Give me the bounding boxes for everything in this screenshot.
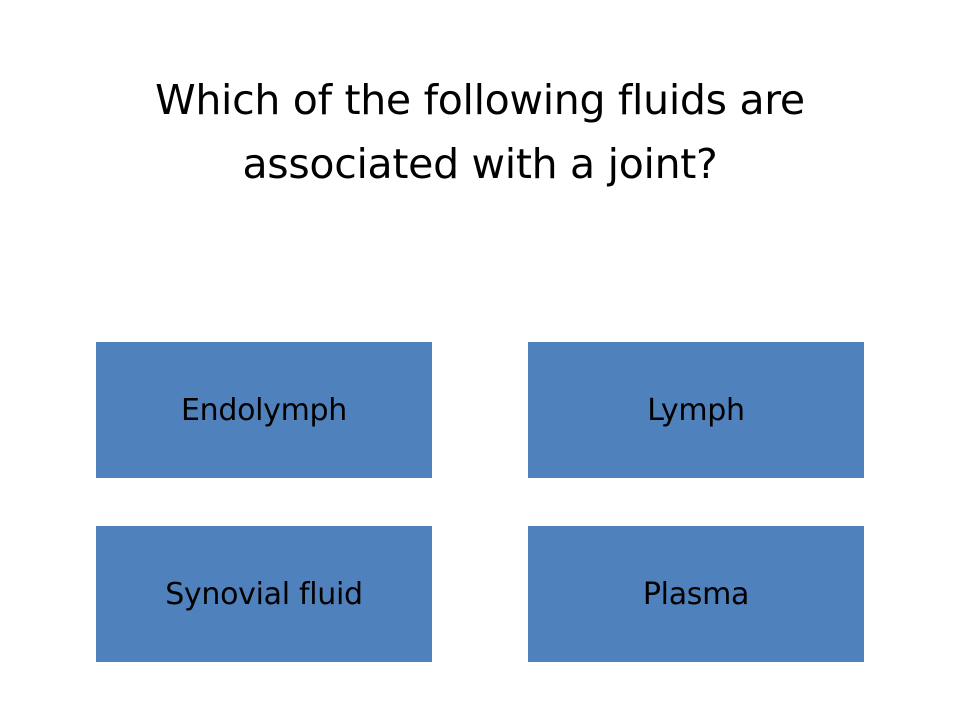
answer-button-lymph[interactable]: Lymph: [528, 342, 864, 478]
answer-label: Synovial fluid: [165, 576, 363, 612]
question-title: Which of the following fluids are associ…: [155, 76, 805, 188]
answer-button-plasma[interactable]: Plasma: [528, 526, 864, 662]
answer-label: Endolymph: [180, 392, 348, 428]
answer-button-synovial-fluid[interactable]: Synovial fluid: [96, 526, 432, 662]
answer-label: Lymph: [647, 392, 745, 428]
answer-button-endolymph[interactable]: Endolymph: [96, 342, 432, 478]
answer-label: Plasma: [642, 576, 750, 612]
